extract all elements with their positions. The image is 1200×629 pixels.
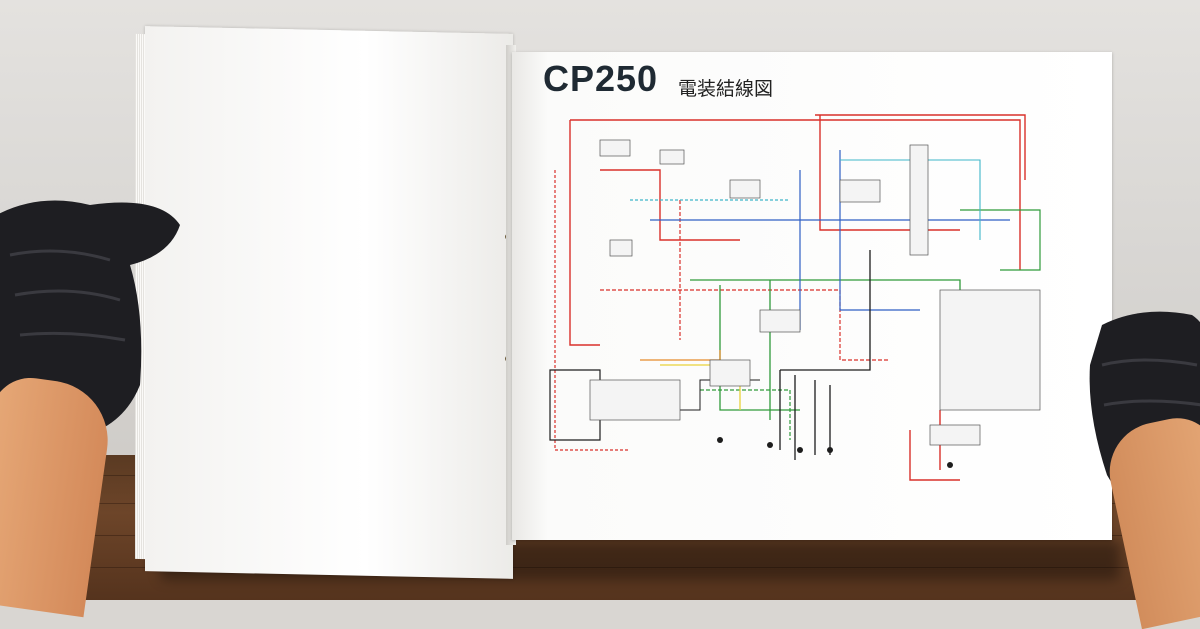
book-spine (506, 45, 516, 545)
section-title: 電装結線図 (678, 78, 774, 100)
left-page-blank (135, 26, 513, 579)
wiring-diagram (549, 114, 1041, 481)
model-title: CP250 (543, 58, 659, 99)
